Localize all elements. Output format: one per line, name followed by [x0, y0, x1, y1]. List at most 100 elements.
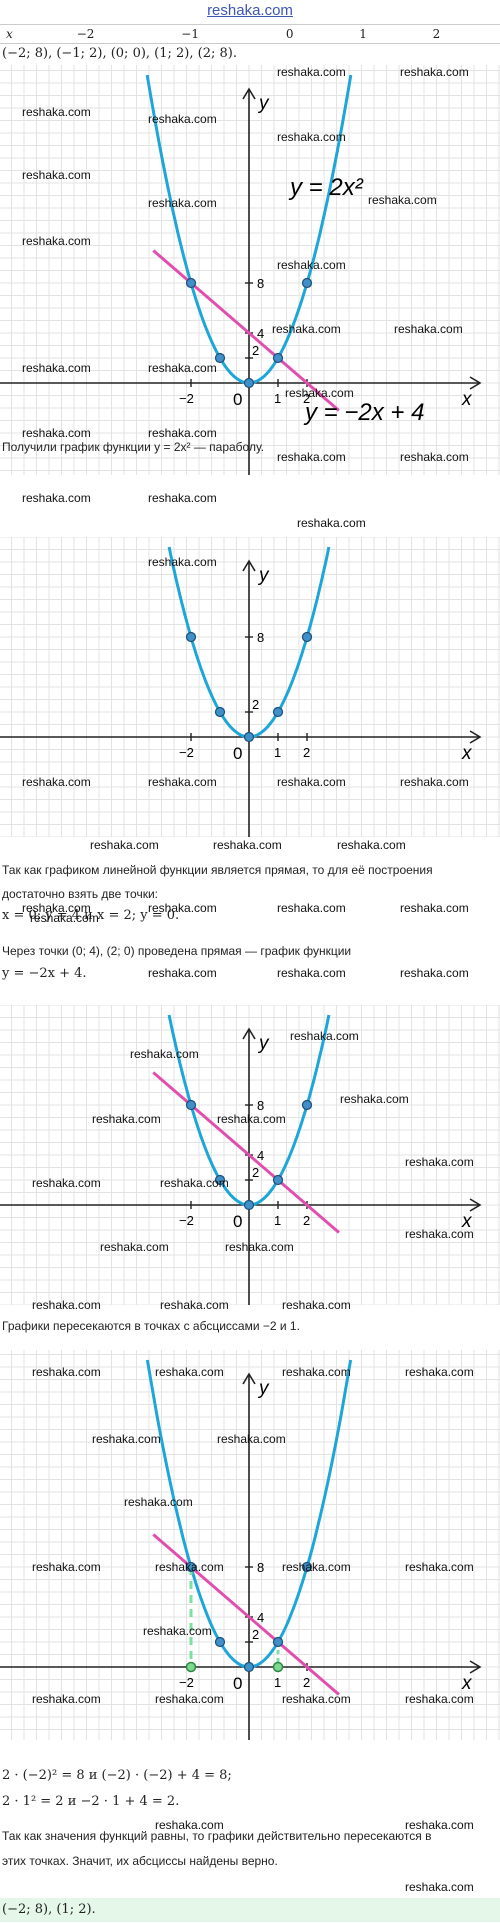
y-tick-label: 4 [257, 1610, 264, 1625]
watermark: reshaka.com [22, 491, 91, 505]
line-graph [152, 1071, 340, 1234]
data-point [185, 631, 197, 643]
data-point [243, 377, 255, 389]
watermark: reshaka.com [290, 1029, 359, 1043]
watermark: reshaka.com [282, 1692, 351, 1706]
watermark: reshaka.com [148, 196, 217, 210]
watermark: reshaka.com [148, 112, 217, 126]
x-tick-label: 2 [303, 745, 310, 760]
y-axis-arrow [242, 87, 256, 100]
check-text-1: 2 · (−2)² = 8 и (−2) · (−2) + 4 = 8; [2, 1768, 232, 1783]
line-graph [152, 1533, 340, 1696]
watermark: reshaka.com [400, 775, 469, 789]
watermark: reshaka.com [30, 911, 99, 925]
origin-label: 0 [233, 744, 242, 763]
data-point [185, 277, 197, 289]
data-point [243, 1661, 255, 1673]
data-point [272, 706, 284, 718]
y-tick-label: 8 [257, 276, 264, 291]
x-axis-arrow [469, 1660, 482, 1674]
table-x-value: 0 [285, 27, 294, 41]
data-point [185, 1099, 197, 1111]
watermark: reshaka.com [277, 901, 346, 915]
y-tick-label: 2 [252, 697, 259, 712]
watermark: reshaka.com [337, 838, 406, 852]
y-tick-label: 2 [252, 1165, 259, 1180]
watermark: reshaka.com [405, 1227, 474, 1241]
x-axis-label: x [461, 389, 473, 410]
line-equation: y = −2x + 4 [303, 399, 424, 426]
data-point [301, 631, 313, 643]
watermark: reshaka.com [405, 1365, 474, 1379]
watermark: reshaka.com [32, 1365, 101, 1379]
y-axis-arrow [242, 559, 256, 572]
watermark: reshaka.com [277, 130, 346, 144]
y-axis-label: y [257, 565, 270, 586]
watermark: reshaka.com [22, 426, 91, 440]
watermark: reshaka.com [148, 901, 217, 915]
watermark: reshaka.com [217, 1112, 286, 1126]
check-text-2: 2 · 1² = 2 и −2 · 1 + 4 = 2. [2, 1794, 180, 1809]
site-title-link[interactable]: reshaka.com [207, 2, 293, 19]
x-tick-label: 1 [274, 1675, 281, 1690]
data-point [272, 1174, 284, 1186]
conclusion-text-1: Так как значения функций равны, то графи… [2, 1829, 432, 1843]
watermark: reshaka.com [225, 1240, 294, 1254]
watermark: reshaka.com [160, 1298, 229, 1312]
y-axis-label: y [257, 1033, 270, 1054]
origin-label: 0 [233, 1212, 242, 1231]
watermark: reshaka.com [100, 1240, 169, 1254]
x-tick-label: −2 [179, 1675, 194, 1690]
table-x-label: x [6, 27, 13, 41]
table-x-value: 1 [359, 27, 367, 41]
y-tick-label: 8 [257, 630, 264, 645]
parabola-text: Получили график функции y = 2x² — парабо… [2, 440, 265, 454]
watermark: reshaka.com [277, 258, 346, 272]
watermark: reshaka.com [148, 361, 217, 375]
watermark: reshaka.com [148, 426, 217, 440]
watermark: reshaka.com [277, 775, 346, 789]
x-tick-label: −2 [179, 1213, 194, 1228]
watermark: reshaka.com [405, 1155, 474, 1169]
watermark: reshaka.com [92, 1112, 161, 1126]
y-axis-arrow [242, 1372, 256, 1385]
watermark: reshaka.com [22, 901, 91, 915]
watermark: reshaka.com [405, 1880, 474, 1894]
table-x-value: −1 [181, 27, 199, 41]
grid [0, 1005, 500, 1305]
watermark: reshaka.com [124, 1495, 193, 1509]
answer-box: (−2; 8), (1; 2). [0, 1898, 500, 1922]
origin-label: 0 [233, 390, 242, 409]
answer-text: (−2; 8), (1; 2). [2, 1902, 96, 1917]
watermark: reshaka.com [155, 1365, 224, 1379]
watermark: reshaka.com [400, 65, 469, 79]
through-text-1: Через точки (0; 4), (2; 0) проведена пря… [2, 944, 352, 958]
intersect-text: Графики пересекаются в точках с абсцисса… [2, 1319, 300, 1333]
watermark: reshaka.com [277, 65, 346, 79]
watermark: reshaka.com [277, 966, 346, 980]
data-point [272, 1636, 284, 1648]
through-text-2: y = −2x + 4. [2, 966, 87, 981]
grid [0, 65, 500, 475]
watermark: reshaka.com [155, 1818, 224, 1832]
watermark: reshaka.com [22, 234, 91, 248]
watermark: reshaka.com [143, 1624, 212, 1638]
points-line: (−2; 8), (−1; 2), (0; 0), (1; 2), (2; 8)… [2, 46, 237, 61]
watermark: reshaka.com [160, 1176, 229, 1190]
data-point [214, 352, 226, 364]
data-point [185, 1561, 197, 1573]
data-point [243, 731, 255, 743]
parabola-equation: y = 2x² [288, 174, 364, 201]
points-text: x = 0; y = 4 и x = 2; y = 0. [2, 908, 180, 923]
watermark: reshaka.com [155, 1560, 224, 1574]
grid [0, 537, 500, 837]
watermark: reshaka.com [282, 1560, 351, 1574]
x-axis-arrow [469, 1198, 482, 1212]
y-axis-label: y [257, 1378, 270, 1399]
watermark: reshaka.com [32, 1176, 101, 1190]
